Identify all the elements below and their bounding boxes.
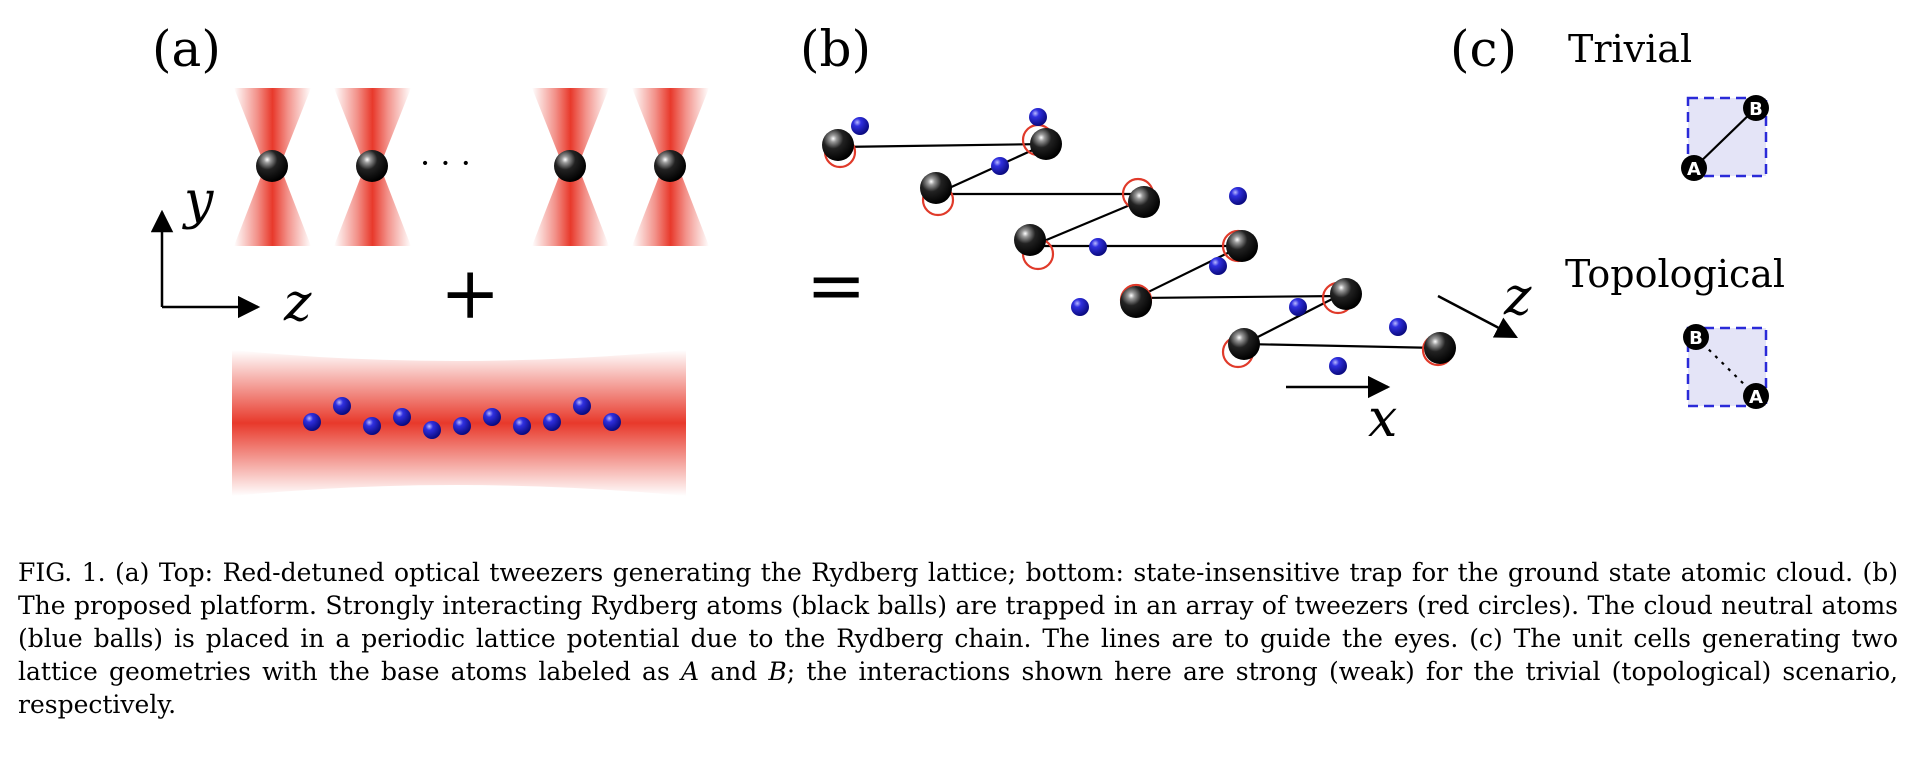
ground-atom	[363, 417, 381, 435]
x-axis-label: x	[1368, 389, 1397, 449]
rydberg-atom	[1030, 128, 1062, 160]
ground-atom	[1071, 298, 1089, 316]
trivial-unit-cell: B A	[1681, 95, 1769, 181]
figure-1: (a) (b) (c) · · · y z +	[150, 20, 1785, 496]
tweezer-array: · · ·	[234, 88, 709, 246]
atom-b-label: B	[1749, 99, 1763, 120]
ellipsis: · · ·	[420, 144, 471, 182]
rydberg-atom	[1330, 278, 1362, 310]
ground-atom	[1209, 257, 1227, 275]
rydberg-atom	[1226, 230, 1258, 262]
rydberg-atom	[1424, 332, 1456, 364]
guide-line	[1243, 342, 1441, 350]
caption-part-3: ; the interactions shown here are strong…	[18, 657, 1899, 719]
ground-atom	[303, 413, 321, 431]
ground-atom	[1389, 318, 1407, 336]
ground-atom	[1229, 187, 1247, 205]
ground-state-trap	[232, 350, 686, 496]
guide-line	[837, 142, 1047, 149]
atom-b	[1743, 95, 1769, 121]
ground-atom	[1289, 298, 1307, 316]
ground-atom	[1089, 238, 1107, 256]
panel-c: Trivial B A Topological B A	[1565, 27, 1785, 409]
y-axis-label: y	[182, 171, 214, 231]
rydberg-atom	[356, 150, 388, 182]
rydberg-atom	[1228, 328, 1260, 360]
topological-unit-cell: B A	[1683, 324, 1769, 409]
ground-atom	[1029, 108, 1047, 126]
rydberg-atom	[1014, 224, 1046, 256]
atom-a	[1681, 155, 1707, 181]
z-axis-label: z	[283, 273, 312, 333]
trivial-title: Trivial	[1568, 27, 1692, 71]
ground-atom	[543, 413, 561, 431]
symbol-b: B	[768, 657, 787, 686]
ground-atom	[851, 117, 869, 135]
ground-atom	[333, 397, 351, 415]
strong-bond	[1693, 107, 1757, 169]
z-axis-label: z	[1503, 267, 1532, 327]
figure-caption: FIG. 1. (a) Top: Red-detuned optical twe…	[18, 556, 1898, 721]
atom-b-label: B	[1689, 328, 1703, 349]
caption-part-1: FIG. 1. (a) Top: Red-detuned optical twe…	[18, 558, 1898, 686]
caption-part-2: and	[699, 657, 769, 686]
rydberg-chain	[822, 128, 1456, 364]
ground-atom	[423, 421, 441, 439]
ground-atom	[603, 413, 621, 431]
guide-line	[1031, 198, 1143, 248]
rydberg-atom	[822, 129, 854, 161]
panel-c-label: (c)	[1450, 20, 1517, 78]
panel-b: z x	[822, 108, 1532, 449]
rydberg-atom	[256, 150, 288, 182]
axes-yz: y z	[150, 171, 312, 333]
atom-a-label: A	[1687, 159, 1701, 180]
z-axis-arrow	[1437, 294, 1518, 339]
panel-a: · · · y z +	[150, 88, 709, 496]
symbol-a: A	[680, 657, 700, 686]
ground-atom	[453, 417, 471, 435]
ground-atom	[483, 408, 501, 426]
ground-atom	[393, 408, 411, 426]
caption-text: FIG. 1. (a) Top: Red-detuned optical twe…	[18, 556, 1898, 721]
axes-xz: z x	[1286, 267, 1532, 449]
guide-line	[1243, 293, 1343, 345]
atom-b	[1683, 324, 1709, 350]
equals-sign: =	[806, 243, 866, 327]
rydberg-atom	[920, 172, 952, 204]
rydberg-atom	[554, 150, 586, 182]
topological-title: Topological	[1565, 252, 1785, 296]
rydberg-atom	[1128, 186, 1160, 218]
ground-atom	[991, 157, 1009, 175]
guide-line	[1135, 245, 1243, 299]
guide-line	[1135, 294, 1343, 300]
neutral-atom-cloud	[851, 108, 1407, 375]
rydberg-atom	[1120, 286, 1152, 318]
rydberg-atom	[654, 150, 686, 182]
panel-b-label: (b)	[800, 20, 871, 78]
plus-sign: +	[440, 251, 500, 335]
ground-atom	[573, 397, 591, 415]
ground-atom	[513, 417, 531, 435]
atom-a-label: A	[1749, 387, 1763, 408]
panel-a-label: (a)	[152, 20, 221, 78]
atom-a	[1743, 383, 1769, 409]
ground-atom	[1329, 357, 1347, 375]
